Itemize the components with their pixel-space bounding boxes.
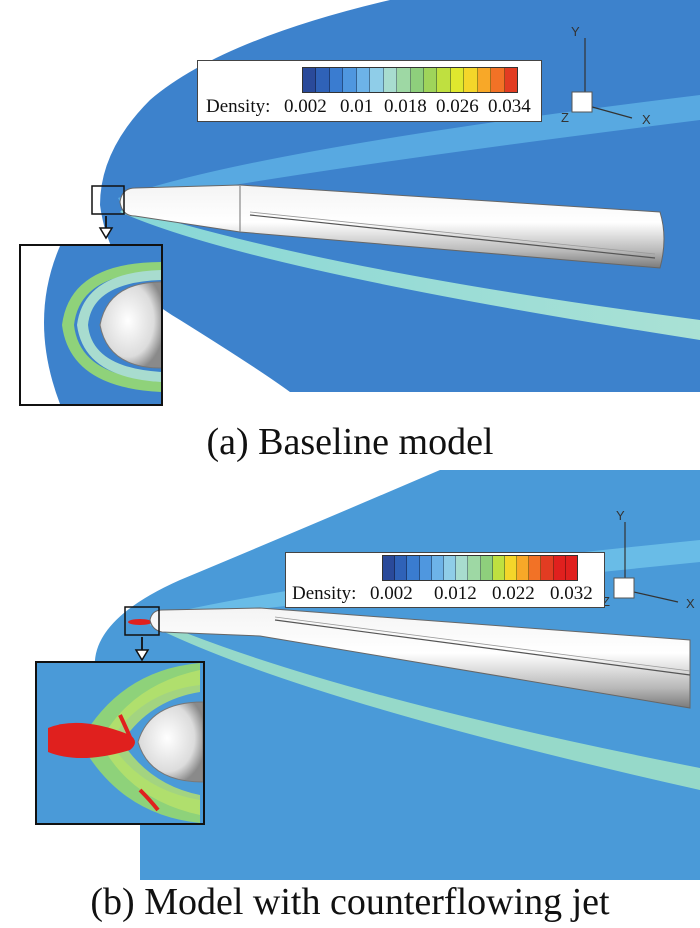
axis-y-label: Y [616, 508, 625, 523]
zoom-box [124, 606, 160, 636]
axis-x-label: X [686, 596, 695, 611]
legend-tick: 0.026 [436, 96, 479, 117]
body-groove [274, 619, 691, 676]
zoom-box [91, 185, 125, 215]
caption-a: (a) Baseline model [206, 421, 494, 463]
legend-color-swatch [464, 68, 478, 92]
axis-z-label: Z [561, 110, 569, 125]
legend-prefix: Density: [292, 583, 357, 604]
axis-x-label: X [642, 112, 651, 127]
legend-color-swatch [397, 68, 411, 92]
axis-y-label: Y [571, 24, 580, 39]
legend-color-swatch [356, 68, 371, 92]
axis-triad: Y X Z [561, 24, 651, 127]
axis-triad: Y X Z [602, 508, 695, 611]
legend-color-swatch [370, 68, 384, 92]
missile-body [149, 607, 691, 709]
legend-tick: 0.002 [370, 583, 413, 604]
legend-color-swatch [492, 556, 505, 580]
legend-tick: 0.032 [550, 583, 593, 604]
lower-shear-layer [120, 207, 700, 340]
nose-inset [19, 244, 163, 406]
density-legend: Density: 0.002 0.01 0.018 0.026 0.034 [197, 60, 542, 122]
legend-color-swatch [450, 68, 465, 92]
legend-prefix: Density: [206, 96, 271, 117]
legend-color-swatch [303, 68, 317, 92]
lower-shear-layer [150, 620, 700, 790]
legend-color-swatch [565, 556, 577, 580]
legend-color-swatch [395, 556, 408, 580]
flowfield-jet: Y X Z [35, 470, 700, 880]
legend-color-swatch [517, 556, 530, 580]
legend-tick: 0.034 [488, 96, 531, 117]
upper-shear-layer [118, 95, 700, 205]
legend-color-swatch [504, 68, 517, 92]
legend-tick: 0.002 [284, 96, 327, 117]
legend-tick: 0.01 [340, 96, 374, 117]
panel-baseline: Y X Z Density: 0.002 0.01 0.018 0.026 0.… [0, 0, 700, 410]
legend-color-swatch [423, 68, 438, 92]
legend-color-swatch [456, 556, 469, 580]
body-groove [249, 214, 656, 259]
legend-color-swatch [383, 68, 398, 92]
legend-tick: 0.012 [434, 583, 477, 604]
legend-color-swatch [443, 556, 457, 580]
legend-tick: 0.018 [384, 96, 427, 117]
legend-color-swatch [437, 68, 451, 92]
caption-b: (b) Model with counterflowing jet [90, 881, 610, 923]
legend-color-swatch [504, 556, 518, 580]
legend-color-swatch [468, 556, 481, 580]
nose-inset [35, 661, 205, 825]
legend-color-swatch [343, 68, 357, 92]
legend-color-swatch [419, 556, 432, 580]
legend-color-swatch [480, 556, 493, 580]
legend-color-swatch [477, 68, 492, 92]
legend-colorbar [302, 67, 518, 93]
legend-colorbar [382, 555, 578, 581]
legend-color-swatch [529, 556, 542, 580]
density-legend: Density: 0.002 0.012 0.022 0.032 [285, 552, 605, 608]
legend-color-swatch [541, 556, 554, 580]
jet-plume [128, 619, 152, 625]
legend-color-swatch [553, 556, 566, 580]
legend-color-swatch [491, 68, 505, 92]
legend-color-swatch [410, 68, 424, 92]
legend-color-swatch [407, 556, 420, 580]
zoom-arrow-icon [134, 637, 150, 662]
zoom-arrow-icon [98, 216, 114, 240]
legend-color-swatch [431, 556, 444, 580]
legend-color-swatch [329, 68, 344, 92]
axis-z-label: Z [602, 594, 610, 609]
panel-counterflowing-jet: Y X Z Density: 0.002 0.012 0.022 0.032 [0, 470, 700, 880]
legend-color-swatch [383, 556, 396, 580]
legend-color-swatch [316, 68, 330, 92]
legend-tick: 0.022 [492, 583, 535, 604]
